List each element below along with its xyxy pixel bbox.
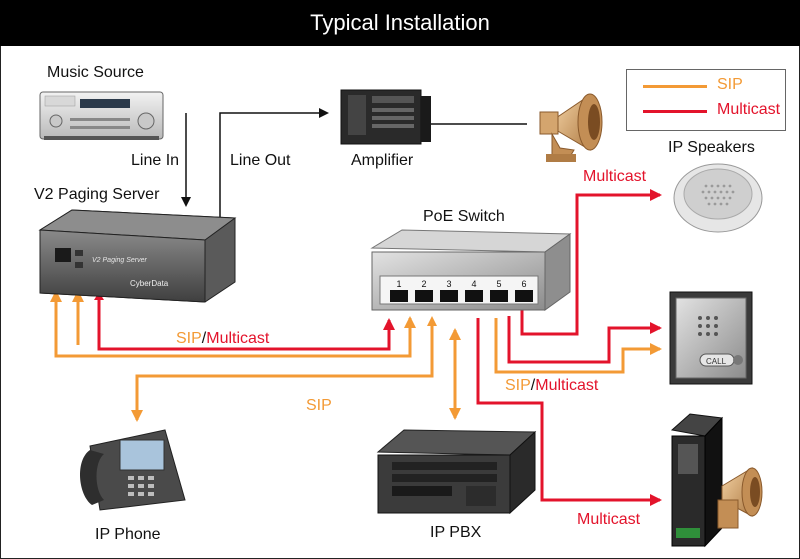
sip-text: SIP: [505, 377, 531, 394]
intercom-call-text: CALL: [706, 357, 727, 366]
line-in-label: Line In: [131, 152, 180, 169]
multicast-adapter-label: Multicast: [577, 511, 641, 528]
legend-multicast-label: Multicast: [717, 101, 781, 118]
ip-pbx-label: IP PBX: [430, 524, 482, 541]
switch-port-number: 1: [396, 279, 401, 289]
sip-text: SIP: [176, 330, 202, 347]
switch-speakers-multicast-link: [520, 189, 662, 336]
switch-port: [415, 290, 433, 302]
ip-phone-label: IP Phone: [95, 526, 161, 543]
legend-sip-swatch: [643, 85, 707, 88]
switch-port: [390, 290, 408, 302]
line-out-connection: [219, 108, 329, 222]
switch-port: [515, 290, 533, 302]
ip-phone-device: [80, 429, 186, 511]
switch-port: [440, 290, 458, 302]
music-source-label: Music Source: [47, 64, 144, 81]
music-source-device: [39, 91, 164, 140]
server-switch-sip-link: [50, 290, 416, 358]
ip-speakers-label: IP Speakers: [668, 139, 755, 156]
sip-phone-label: SIP: [306, 397, 332, 414]
switch-phone-sip-link: [131, 316, 437, 422]
amplifier-device: [340, 89, 431, 145]
switch-port: [465, 290, 483, 302]
switch-port-number: 4: [471, 279, 476, 289]
switch-port-number: 6: [521, 279, 526, 289]
switch-port-number: 3: [446, 279, 451, 289]
paging-server-device: V2 Paging Server CyberData: [38, 209, 237, 303]
switch-port-number: 2: [421, 279, 426, 289]
slash-text: /: [201, 330, 207, 347]
adapter-horn-speaker-device: [717, 467, 763, 529]
sip-multicast-server-label: SIP/Multicast: [176, 330, 269, 348]
line-out-label: Line Out: [230, 152, 291, 169]
multicast-text: Multicast: [206, 330, 270, 347]
server-brand-text: CyberData: [130, 279, 169, 288]
amplifier-label: Amplifier: [351, 152, 414, 169]
poe-switch-label: PoE Switch: [423, 208, 505, 225]
multicast-text: Multicast: [535, 377, 599, 394]
ip-pbx-device: [376, 429, 537, 515]
horn-speaker-device: [539, 93, 603, 162]
paging-server-label: V2 Paging Server: [34, 186, 160, 203]
diagram-title: Typical Installation: [310, 10, 490, 35]
ip-speaker-device: [673, 163, 763, 233]
legend: SIP Multicast: [626, 69, 786, 131]
paging-adapter-device: [670, 413, 724, 548]
sip-multicast-intercom-label: SIP/Multicast: [505, 377, 598, 395]
switch-port-number: 5: [496, 279, 501, 289]
multicast-speakers-label: Multicast: [583, 168, 647, 185]
switch-intercom-multicast-link: [507, 316, 662, 364]
slash-text: /: [530, 377, 536, 394]
switch-ports: 1 2 3 4 5 6: [390, 279, 533, 302]
switch-intercom-sip-link: [494, 318, 662, 374]
legend-sip-label: SIP: [717, 76, 743, 93]
intercom-device: CALL: [669, 291, 753, 385]
legend-multicast-swatch: [643, 110, 707, 113]
title-bar: Typical Installation: [0, 0, 800, 46]
switch-port: [490, 290, 508, 302]
switch-adapter-multicast-link: [476, 318, 662, 506]
server-model-text: V2 Paging Server: [92, 257, 148, 264]
